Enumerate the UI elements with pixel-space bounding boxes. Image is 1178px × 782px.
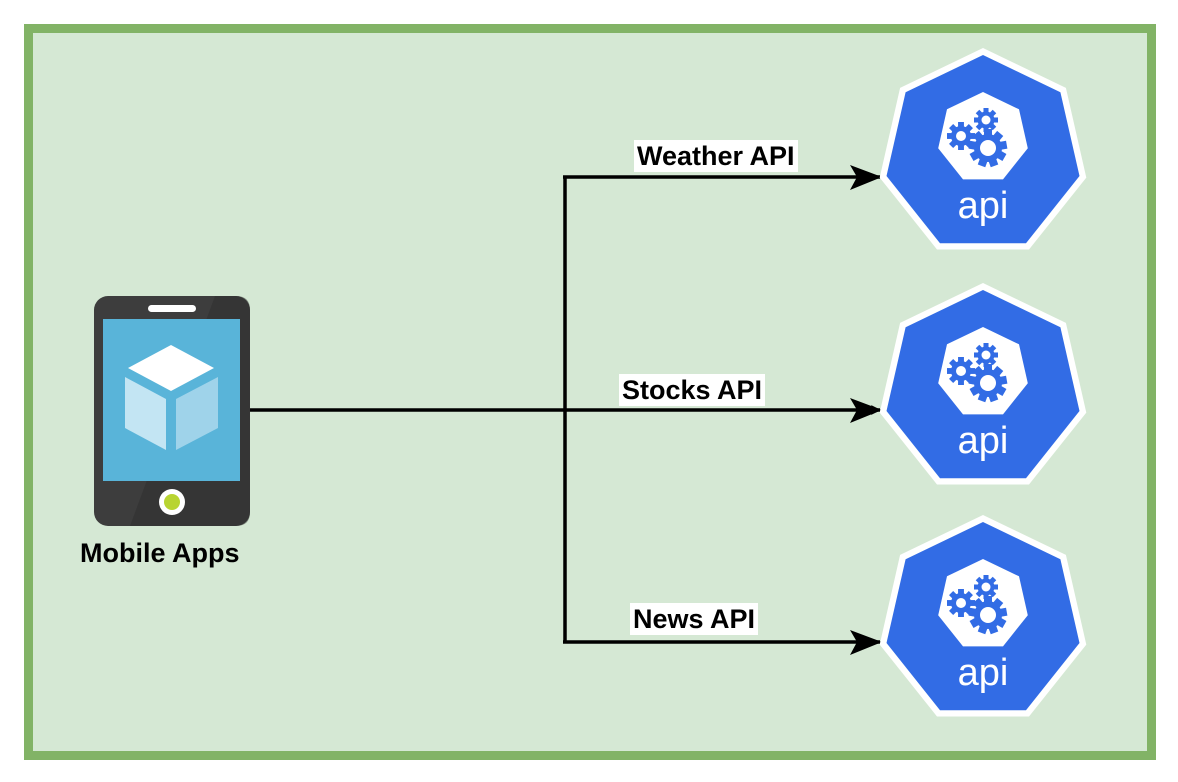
mobile-apps-label: Mobile Apps [80,538,240,568]
mobile-phone-icon [94,296,250,526]
edge-label-news-api: News API [630,603,759,635]
api-icon-news: api [879,515,1087,717]
arrowhead-weather [850,165,882,190]
edge-label-weather-api: Weather API [634,140,798,172]
api-icon-stocks: api [879,283,1087,485]
connectors [250,165,882,655]
edge-label-stocks-api: Stocks API [619,374,766,406]
api-icon-weather: api [879,48,1087,250]
gears-icon [947,575,1008,635]
arrowhead-news [850,630,882,655]
gears-icon [947,108,1008,168]
api-icon-text: api [958,652,1009,694]
api-icon-text: api [958,420,1009,462]
arrowhead-stocks [850,398,882,423]
api-icon-text: api [958,185,1009,227]
gears-icon [947,343,1008,403]
